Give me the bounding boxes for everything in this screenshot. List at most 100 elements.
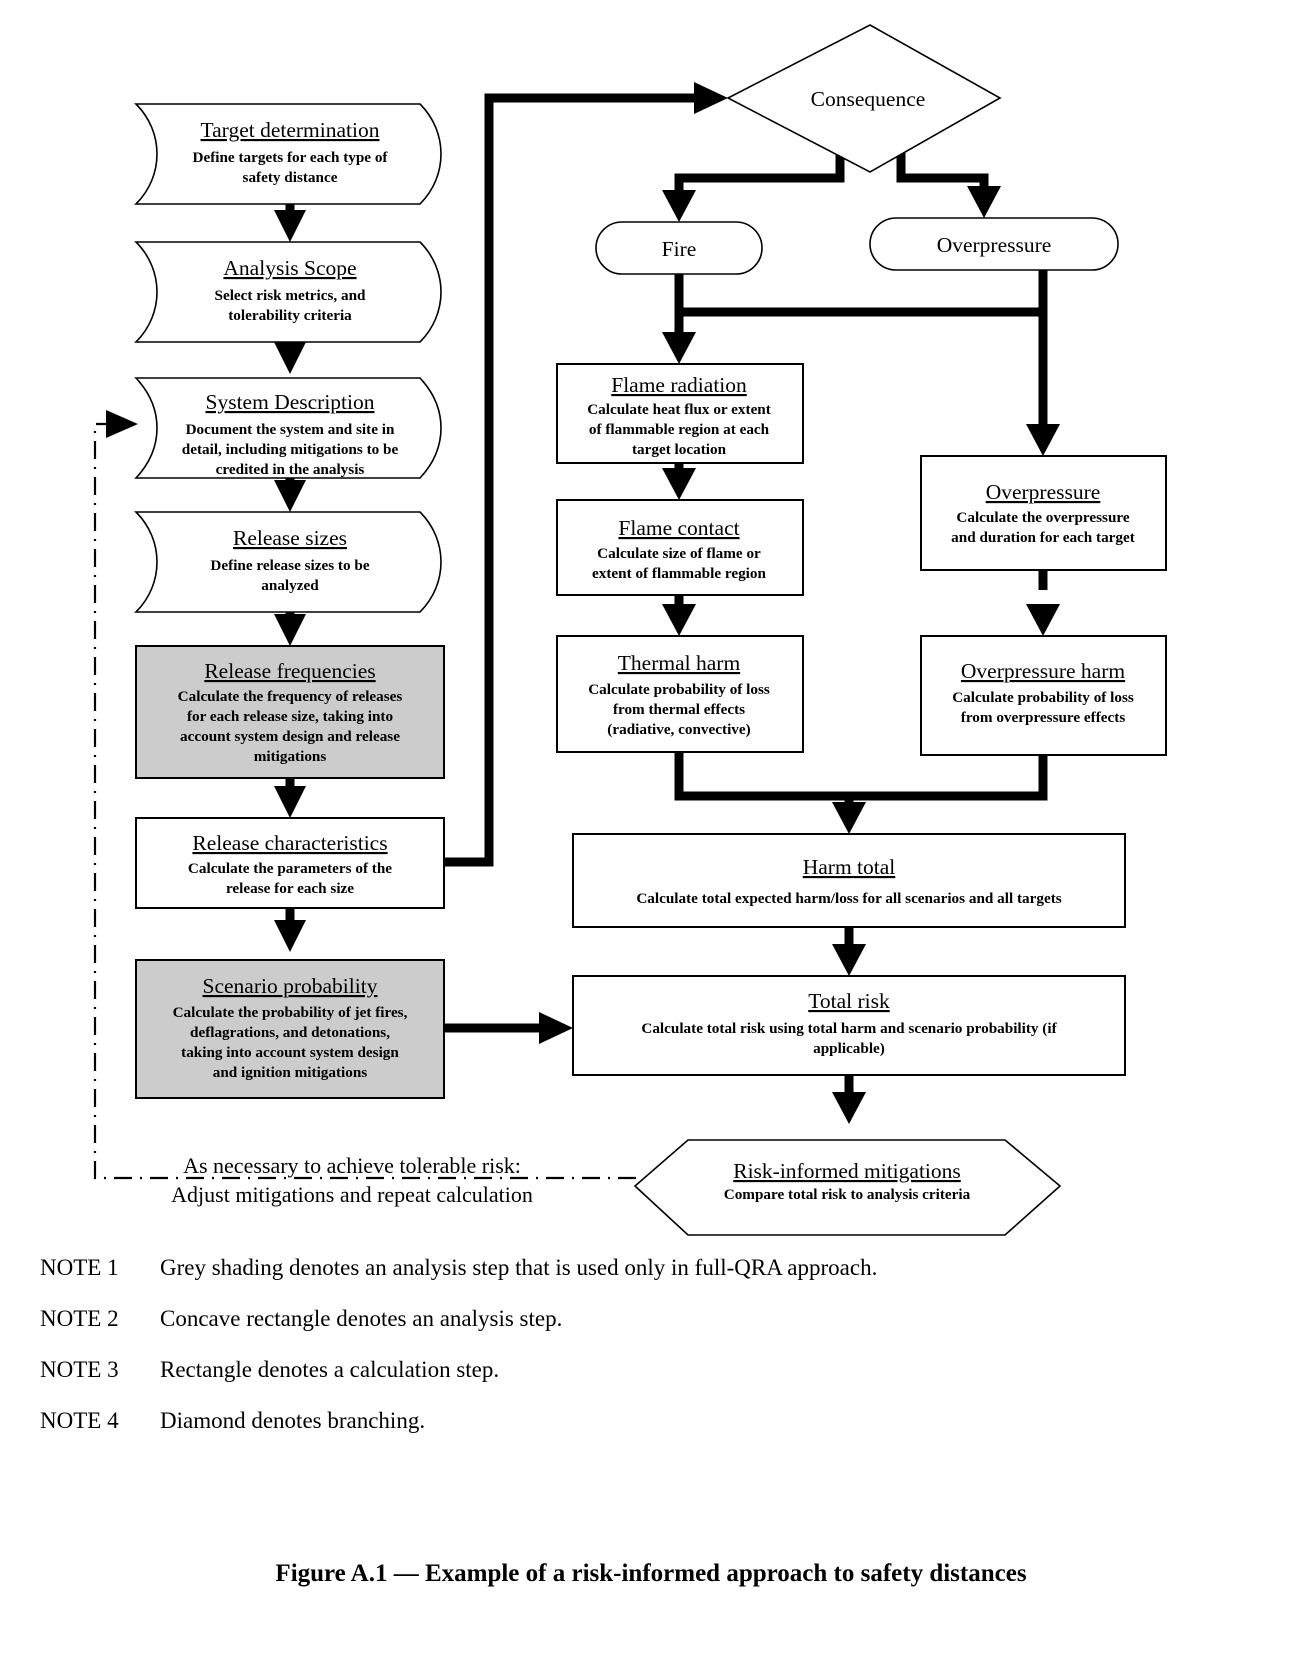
connector-scenario-to-totalrisk <box>444 1012 573 1044</box>
connector-fire-to-flameradiation <box>662 274 696 364</box>
node-body-line: from overpressure effects <box>961 709 1126 726</box>
node-overpressure-calc[interactable]: Overpressure Calculate the overpressure … <box>920 455 1167 571</box>
node-title: Harm total <box>803 855 896 879</box>
node-title: Risk-informed mitigations <box>733 1159 961 1183</box>
node-risk-informed-mitigations[interactable]: Risk-informed mitigations Compare total … <box>633 1139 1062 1236</box>
node-title: Release sizes <box>233 526 347 550</box>
node-body-line: taking into account system design <box>181 1044 399 1061</box>
node-consequence[interactable]: Consequence <box>726 24 1002 173</box>
node-harm-total[interactable]: Harm total Calculate total expected harm… <box>572 833 1126 928</box>
note-row: NOTE 1 Grey shading denotes an analysis … <box>0 1255 1302 1281</box>
node-system-description[interactable]: System Description Document the system a… <box>134 377 442 479</box>
node-title: Analysis Scope <box>223 256 356 280</box>
node-body-line: Compare total risk to analysis criteria <box>724 1186 971 1203</box>
node-title: Overpressure harm <box>961 659 1125 683</box>
node-release-characteristics[interactable]: Release characteristics Calculate the pa… <box>135 817 445 909</box>
arrow-flameradiation-to-flamecontact <box>662 463 696 500</box>
note-label: NOTE 4 <box>40 1408 119 1433</box>
node-body-line: applicable) <box>813 1040 885 1057</box>
node-title: Release frequencies <box>204 659 375 683</box>
feedback-loop-label: As necessary to achieve tolerable risk: … <box>171 1153 533 1207</box>
node-analysis-scope[interactable]: Analysis Scope Select risk metrics, and … <box>134 241 442 343</box>
node-body-line: Calculate the frequency of releases <box>178 688 403 705</box>
node-thermal-harm[interactable]: Thermal harm Calculate probability of lo… <box>556 635 804 753</box>
node-body-line: and ignition mitigations <box>213 1064 368 1081</box>
node-title: Overpressure <box>937 233 1052 257</box>
node-title: Target determination <box>201 118 380 142</box>
node-release-sizes[interactable]: Release sizes Define release sizes to be… <box>134 511 442 613</box>
arrow-flamecontact-to-thermalharm <box>662 595 696 636</box>
node-body-line: Select risk metrics, and <box>215 287 367 304</box>
arrow-sizes-to-frequencies <box>274 607 306 646</box>
node-body-line: of flammable region at each <box>589 421 770 438</box>
node-title: Overpressure <box>986 480 1101 504</box>
note-label: NOTE 2 <box>40 1306 119 1331</box>
node-overpressure-branch[interactable]: Overpressure <box>869 217 1119 271</box>
arrow-target-to-scope <box>274 200 306 242</box>
node-body-line: Define targets for each type of <box>193 149 389 166</box>
arrow-opcalc-to-opharm <box>1026 570 1060 636</box>
connector-characteristics-to-consequence <box>444 82 728 867</box>
node-title: Total risk <box>808 989 890 1013</box>
arrow-frequencies-to-characteristics <box>274 773 306 818</box>
node-title: Flame radiation <box>611 373 747 397</box>
node-body-line: release for each size <box>226 880 354 897</box>
node-body-line: analyzed <box>261 577 319 594</box>
note-row: NOTE 4 Diamond denotes branching. <box>0 1408 1302 1434</box>
node-flame-radiation[interactable]: Flame radiation Calculate heat flux or e… <box>556 363 804 464</box>
node-body-line: account system design and release <box>180 728 400 745</box>
node-body-line: Calculate heat flux or extent <box>587 401 771 418</box>
note-text: Diamond denotes branching. <box>160 1408 426 1433</box>
figure-caption: Figure A.1 — Example of a risk-informed … <box>275 1560 1027 1587</box>
node-body-line: credited in the analysis <box>216 461 365 478</box>
node-body-line: and duration for each target <box>951 529 1135 546</box>
node-scenario-probability[interactable]: Scenario probability Calculate the proba… <box>135 959 445 1099</box>
node-body-line: deflagrations, and detonations, <box>190 1024 390 1041</box>
node-title: Scenario probability <box>203 974 378 998</box>
node-body-line: for each release size, taking into <box>187 708 394 725</box>
node-body-line: Calculate total expected harm/loss for a… <box>636 890 1061 907</box>
node-title: Consequence <box>811 87 926 111</box>
arrow-totalrisk-to-mitigations <box>832 1075 866 1124</box>
node-target-determination[interactable]: Target determination Define targets for … <box>134 103 442 205</box>
note-text: Grey shading denotes an analysis step th… <box>160 1255 878 1280</box>
note-text: Concave rectangle denotes an analysis st… <box>160 1306 563 1331</box>
node-body-line: Document the system and site in <box>186 421 395 438</box>
arrow-scope-to-system <box>274 338 306 374</box>
connector-consequence-to-overpressure <box>896 145 1001 218</box>
node-body-line: Calculate probability of loss <box>952 689 1134 706</box>
feedback-loop-dashed <box>93 410 672 1180</box>
node-total-risk[interactable]: Total risk Calculate total risk using to… <box>572 975 1126 1076</box>
feedback-loop-line1: As necessary to achieve tolerable risk: <box>183 1153 521 1178</box>
note-label: NOTE 1 <box>40 1255 119 1280</box>
node-body-line: tolerability criteria <box>228 307 352 324</box>
node-title: Release characteristics <box>192 831 387 855</box>
node-body-line: Define release sizes to be <box>210 557 369 574</box>
node-title: Flame contact <box>618 516 739 540</box>
node-body-line: Calculate total risk using total harm an… <box>641 1020 1057 1037</box>
node-release-frequencies[interactable]: Release frequencies Calculate the freque… <box>135 645 445 779</box>
node-title: System Description <box>206 390 375 414</box>
feedback-loop-line2: Adjust mitigations and repeat calculatio… <box>171 1182 533 1207</box>
node-overpressure-harm[interactable]: Overpressure harm Calculate probability … <box>920 635 1167 756</box>
notes-list: NOTE 1 Grey shading denotes an analysis … <box>0 1255 1302 1459</box>
flowchart-canvas: Target determination Define targets for … <box>93 24 1167 1236</box>
node-flame-contact[interactable]: Flame contact Calculate size of flame or… <box>556 499 804 596</box>
node-fire[interactable]: Fire <box>595 221 763 275</box>
note-label: NOTE 3 <box>40 1357 119 1382</box>
node-title: Fire <box>662 237 697 261</box>
arrow-system-to-sizes <box>274 475 306 512</box>
note-row: NOTE 3 Rectangle denotes a calculation s… <box>0 1357 1302 1383</box>
node-body-line: Calculate the probability of jet fires, <box>173 1004 408 1021</box>
arrow-harmtotal-to-totalrisk <box>832 927 866 976</box>
connectors <box>93 82 1060 1180</box>
connector-harms-to-harmtotal <box>674 752 1048 834</box>
node-title: Thermal harm <box>618 651 741 675</box>
node-body-line: (radiative, convective) <box>607 721 750 738</box>
node-body-line: Calculate size of flame or <box>597 545 761 562</box>
node-body-line: Calculate the overpressure <box>956 509 1129 526</box>
node-body-line: Calculate the parameters of the <box>188 860 392 877</box>
arrow-characteristics-to-scenario <box>274 908 306 952</box>
note-row: NOTE 2 Concave rectangle denotes an anal… <box>0 1306 1302 1332</box>
